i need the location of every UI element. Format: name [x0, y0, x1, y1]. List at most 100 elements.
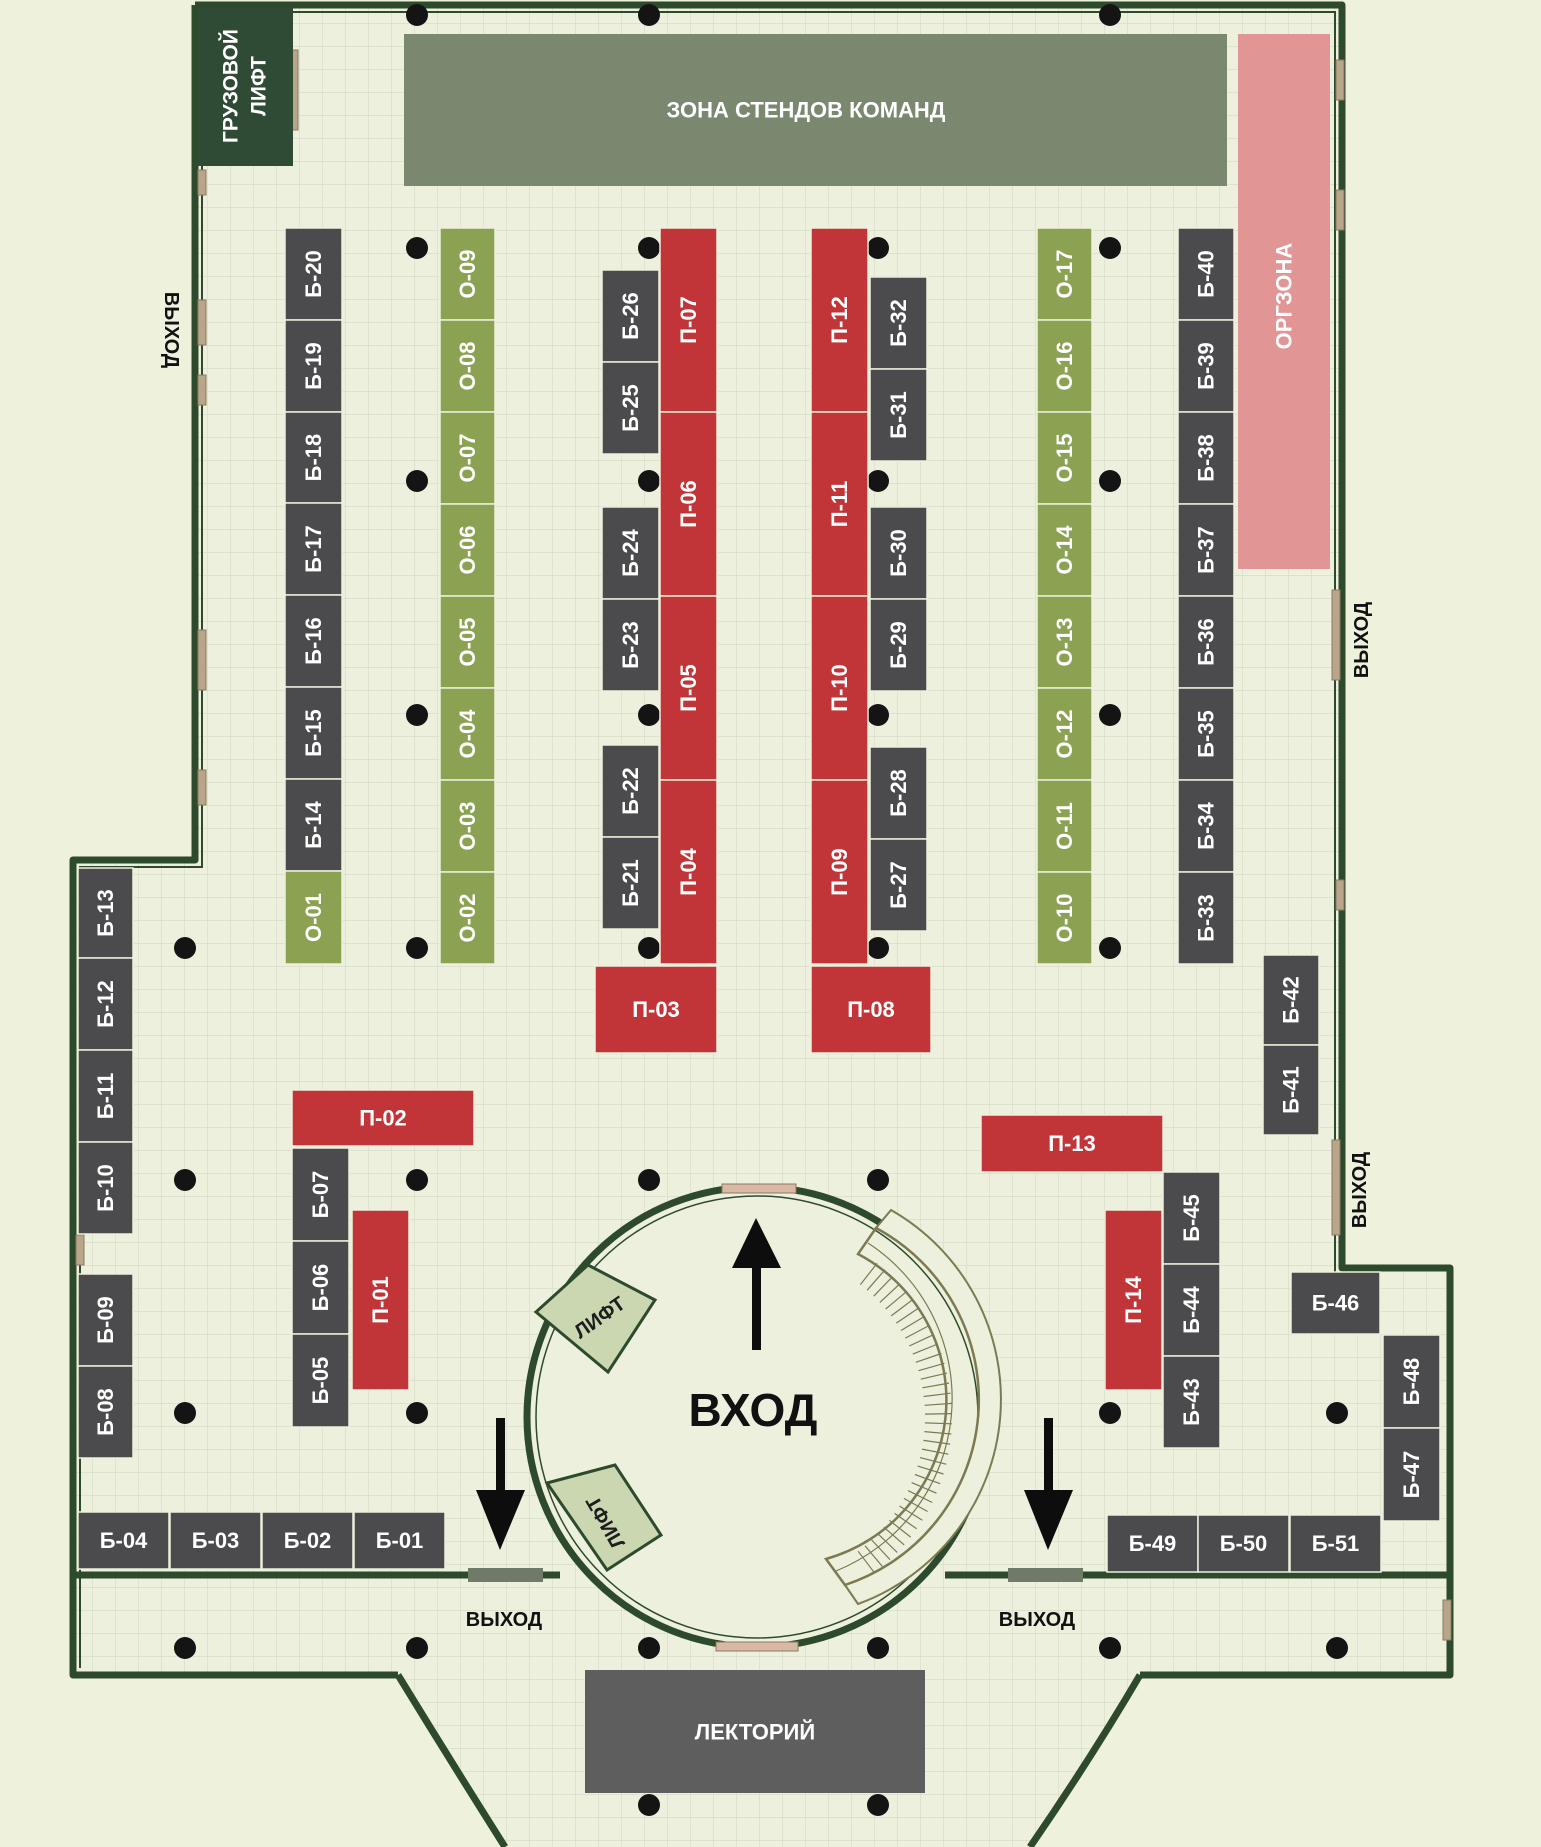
- booth[interactable]: П-04: [659, 779, 718, 965]
- booth[interactable]: Б-24: [601, 506, 660, 600]
- booth-rect[interactable]: [1177, 319, 1235, 413]
- booth-rect[interactable]: [1036, 319, 1093, 413]
- booth-rect[interactable]: [1177, 871, 1235, 965]
- booth[interactable]: П-09: [810, 779, 869, 965]
- booth-rect[interactable]: [869, 838, 928, 932]
- booth-rect[interactable]: [439, 411, 496, 505]
- booth[interactable]: Б-41: [1262, 1044, 1320, 1136]
- booth-rect[interactable]: [869, 506, 928, 600]
- booth-rect[interactable]: [1262, 1044, 1320, 1136]
- booth-rect[interactable]: [1106, 1514, 1199, 1573]
- booth-rect[interactable]: [810, 779, 869, 965]
- booth-rect[interactable]: [284, 411, 343, 504]
- booth[interactable]: Б-16: [284, 594, 343, 688]
- booth[interactable]: П-02: [291, 1089, 475, 1147]
- booth[interactable]: П-10: [810, 595, 869, 781]
- booth[interactable]: П-01: [351, 1209, 410, 1391]
- booth-rect[interactable]: [284, 686, 343, 780]
- booth[interactable]: Б-07: [291, 1147, 350, 1242]
- booth[interactable]: П-08: [810, 965, 932, 1054]
- booth[interactable]: Б-45: [1162, 1171, 1221, 1265]
- booth-rect[interactable]: [810, 227, 869, 413]
- booth-rect[interactable]: [77, 957, 134, 1051]
- booth[interactable]: О-08: [439, 319, 496, 413]
- booth-rect[interactable]: [869, 746, 928, 840]
- booth[interactable]: П-11: [810, 411, 869, 597]
- booth-rect[interactable]: [869, 368, 928, 462]
- booth[interactable]: О-11: [1036, 779, 1093, 873]
- booth[interactable]: Б-34: [1177, 779, 1235, 873]
- booth[interactable]: Б-13: [77, 867, 134, 959]
- booth[interactable]: Б-42: [1262, 954, 1320, 1046]
- booth[interactable]: О-17: [1036, 227, 1093, 321]
- booth[interactable]: Б-18: [284, 411, 343, 504]
- booth[interactable]: Б-50: [1197, 1514, 1290, 1573]
- booth[interactable]: Б-38: [1177, 411, 1235, 505]
- booth[interactable]: О-15: [1036, 411, 1093, 505]
- booth[interactable]: П-12: [810, 227, 869, 413]
- booth-rect[interactable]: [810, 411, 869, 597]
- booth[interactable]: О-16: [1036, 319, 1093, 413]
- booth-rect[interactable]: [284, 502, 343, 596]
- booth-rect[interactable]: [77, 1049, 134, 1143]
- booth[interactable]: Б-02: [261, 1511, 354, 1570]
- booth[interactable]: О-09: [439, 227, 496, 321]
- booth[interactable]: Б-10: [77, 1141, 134, 1235]
- booth-rect[interactable]: [601, 269, 660, 363]
- booth-rect[interactable]: [1036, 779, 1093, 873]
- booth[interactable]: Б-11: [77, 1049, 134, 1143]
- booth[interactable]: О-12: [1036, 687, 1093, 781]
- booth[interactable]: Б-33: [1177, 871, 1235, 965]
- booth[interactable]: Б-23: [601, 598, 660, 692]
- booth-rect[interactable]: [1262, 954, 1320, 1046]
- booth[interactable]: Б-37: [1177, 503, 1235, 597]
- booth-rect[interactable]: [77, 1511, 170, 1570]
- booth-rect[interactable]: [1036, 411, 1093, 505]
- booth-rect[interactable]: [659, 411, 718, 597]
- booth[interactable]: О-06: [439, 503, 496, 597]
- booth[interactable]: Б-47: [1382, 1427, 1441, 1522]
- booth[interactable]: П-03: [594, 965, 718, 1054]
- booth[interactable]: П-05: [659, 595, 718, 781]
- booth-rect[interactable]: [1104, 1209, 1163, 1391]
- booth-rect[interactable]: [169, 1511, 262, 1570]
- booth-rect[interactable]: [869, 598, 928, 692]
- booth[interactable]: Б-35: [1177, 687, 1235, 781]
- booth[interactable]: Б-31: [869, 368, 928, 462]
- booth[interactable]: Б-14: [284, 778, 343, 872]
- booth[interactable]: Б-06: [291, 1240, 350, 1335]
- booth-rect[interactable]: [601, 836, 660, 930]
- booth-rect[interactable]: [810, 595, 869, 781]
- booth-rect[interactable]: [1036, 595, 1093, 689]
- booth[interactable]: Б-51: [1289, 1514, 1382, 1573]
- booth-rect[interactable]: [659, 227, 718, 413]
- booth-rect[interactable]: [659, 779, 718, 965]
- booth-rect[interactable]: [439, 687, 496, 781]
- booth-rect[interactable]: [594, 965, 718, 1054]
- booth[interactable]: П-07: [659, 227, 718, 413]
- booth-rect[interactable]: [659, 595, 718, 781]
- booth-rect[interactable]: [980, 1114, 1164, 1173]
- booth-rect[interactable]: [1036, 871, 1093, 965]
- booth[interactable]: Б-44: [1162, 1263, 1221, 1357]
- booth[interactable]: Б-40: [1177, 227, 1235, 321]
- booth[interactable]: Б-20: [284, 227, 343, 321]
- booth[interactable]: Б-17: [284, 502, 343, 596]
- booth[interactable]: Б-26: [601, 269, 660, 363]
- booth[interactable]: Б-46: [1290, 1271, 1381, 1335]
- booth[interactable]: Б-25: [601, 361, 660, 455]
- booth[interactable]: Б-01: [353, 1511, 446, 1570]
- booth[interactable]: Б-08: [77, 1365, 134, 1459]
- booth-rect[interactable]: [439, 779, 496, 873]
- booth-rect[interactable]: [77, 1141, 134, 1235]
- booth[interactable]: О-01: [284, 870, 343, 965]
- booth[interactable]: О-07: [439, 411, 496, 505]
- booth-rect[interactable]: [261, 1511, 354, 1570]
- booth[interactable]: Б-22: [601, 744, 660, 838]
- booth-rect[interactable]: [77, 1365, 134, 1459]
- booth[interactable]: Б-36: [1177, 595, 1235, 689]
- booth-rect[interactable]: [1162, 1355, 1221, 1449]
- booth[interactable]: О-10: [1036, 871, 1093, 965]
- booth[interactable]: О-04: [439, 687, 496, 781]
- booth-rect[interactable]: [601, 598, 660, 692]
